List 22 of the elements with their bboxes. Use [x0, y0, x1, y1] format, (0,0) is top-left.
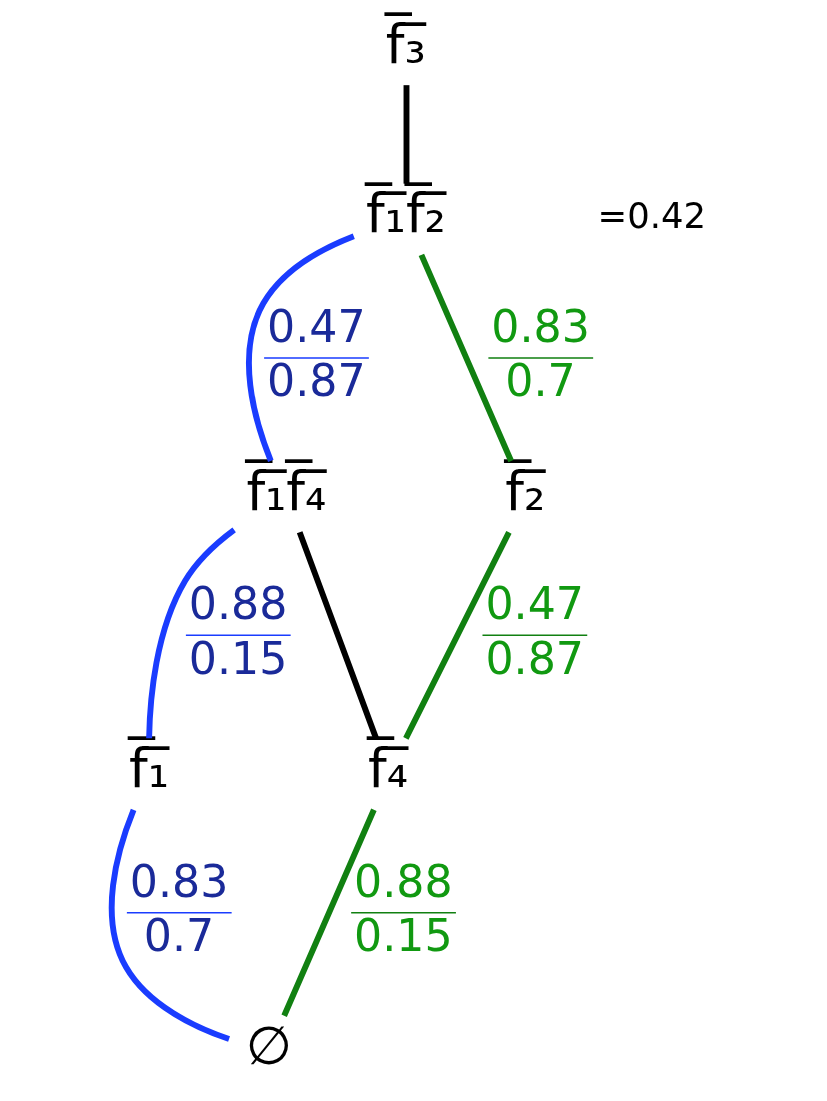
node-text: f̅₁̅f̅₄̅	[246, 460, 327, 523]
connector	[403, 85, 410, 184]
connector	[403, 531, 512, 740]
connector	[418, 253, 514, 463]
node-text: f̅₁̅	[129, 738, 170, 801]
node-text: f̅₄̅	[368, 738, 409, 801]
node-text: f̅₃̅	[385, 13, 426, 76]
connector	[296, 531, 379, 740]
connector	[146, 527, 236, 739]
edge-label: 0.47 0.87	[267, 300, 366, 407]
connector	[281, 808, 377, 1017]
edge-label: 0.83 0.7	[491, 300, 590, 407]
connector	[246, 233, 355, 462]
edge-label: 0.47 0.87	[485, 578, 584, 684]
node-text: f̅₂̅	[505, 460, 546, 523]
node-text: ∅	[245, 1015, 292, 1078]
connector	[108, 808, 231, 1042]
node-text: f̅₁̅f̅₂̅	[365, 183, 446, 246]
edge-label: 0.83 0.7	[129, 855, 229, 962]
edge-label: 0.88 0.15	[188, 578, 288, 684]
edge-label: 0.88 0.15	[354, 855, 453, 962]
label: =0.42	[597, 195, 707, 237]
